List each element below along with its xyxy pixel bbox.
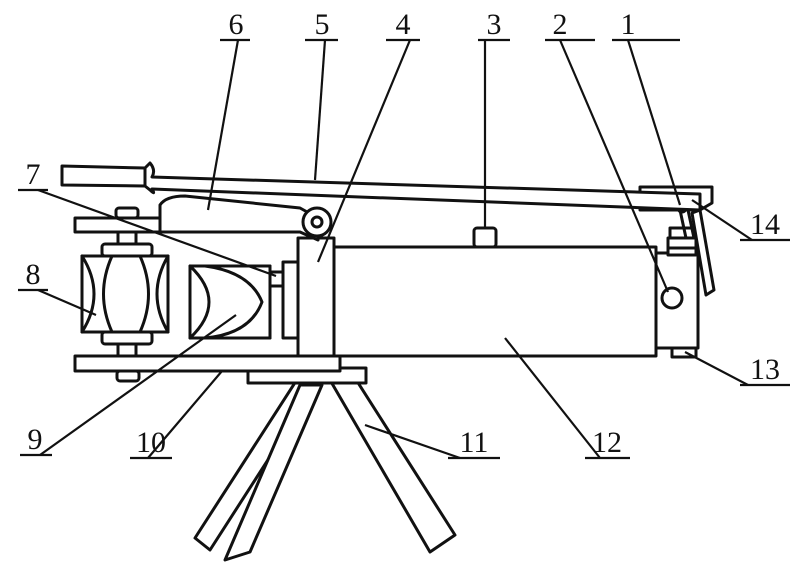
label-part-12: 12 xyxy=(592,426,622,459)
label-part-6: 6 xyxy=(229,8,244,41)
label-part-2: 2 xyxy=(553,8,568,41)
tripod-legs xyxy=(193,376,457,562)
tripod-leg-right xyxy=(328,376,457,554)
label-part-1: 1 xyxy=(621,8,636,41)
hydraulic-cylinder xyxy=(332,245,658,358)
label-part-5: 5 xyxy=(315,8,330,41)
label-part-14: 14 xyxy=(750,208,780,241)
lower-frame-plate xyxy=(73,354,342,383)
drain-plug xyxy=(670,346,698,359)
bending-die xyxy=(188,264,272,340)
cylinder-front-flange xyxy=(296,236,336,358)
leader-lines xyxy=(18,38,790,460)
label-part-10: 10 xyxy=(136,426,166,459)
label-part-9: 9 xyxy=(28,423,43,456)
support-roller xyxy=(80,230,170,358)
handle-bracket xyxy=(158,194,333,242)
oil-filler-cap xyxy=(472,226,498,249)
tripod-leg-middle xyxy=(223,383,324,562)
label-part-8: 8 xyxy=(26,258,41,291)
label-part-4: 4 xyxy=(396,8,411,41)
label-part-13: 13 xyxy=(750,353,780,386)
label-part-3: 3 xyxy=(487,8,502,41)
pump-handle xyxy=(60,161,702,212)
label-part-7: 7 xyxy=(26,158,41,191)
release-valve-knob xyxy=(660,286,684,310)
pump-end-block xyxy=(654,226,700,359)
label-part-11: 11 xyxy=(460,426,489,459)
